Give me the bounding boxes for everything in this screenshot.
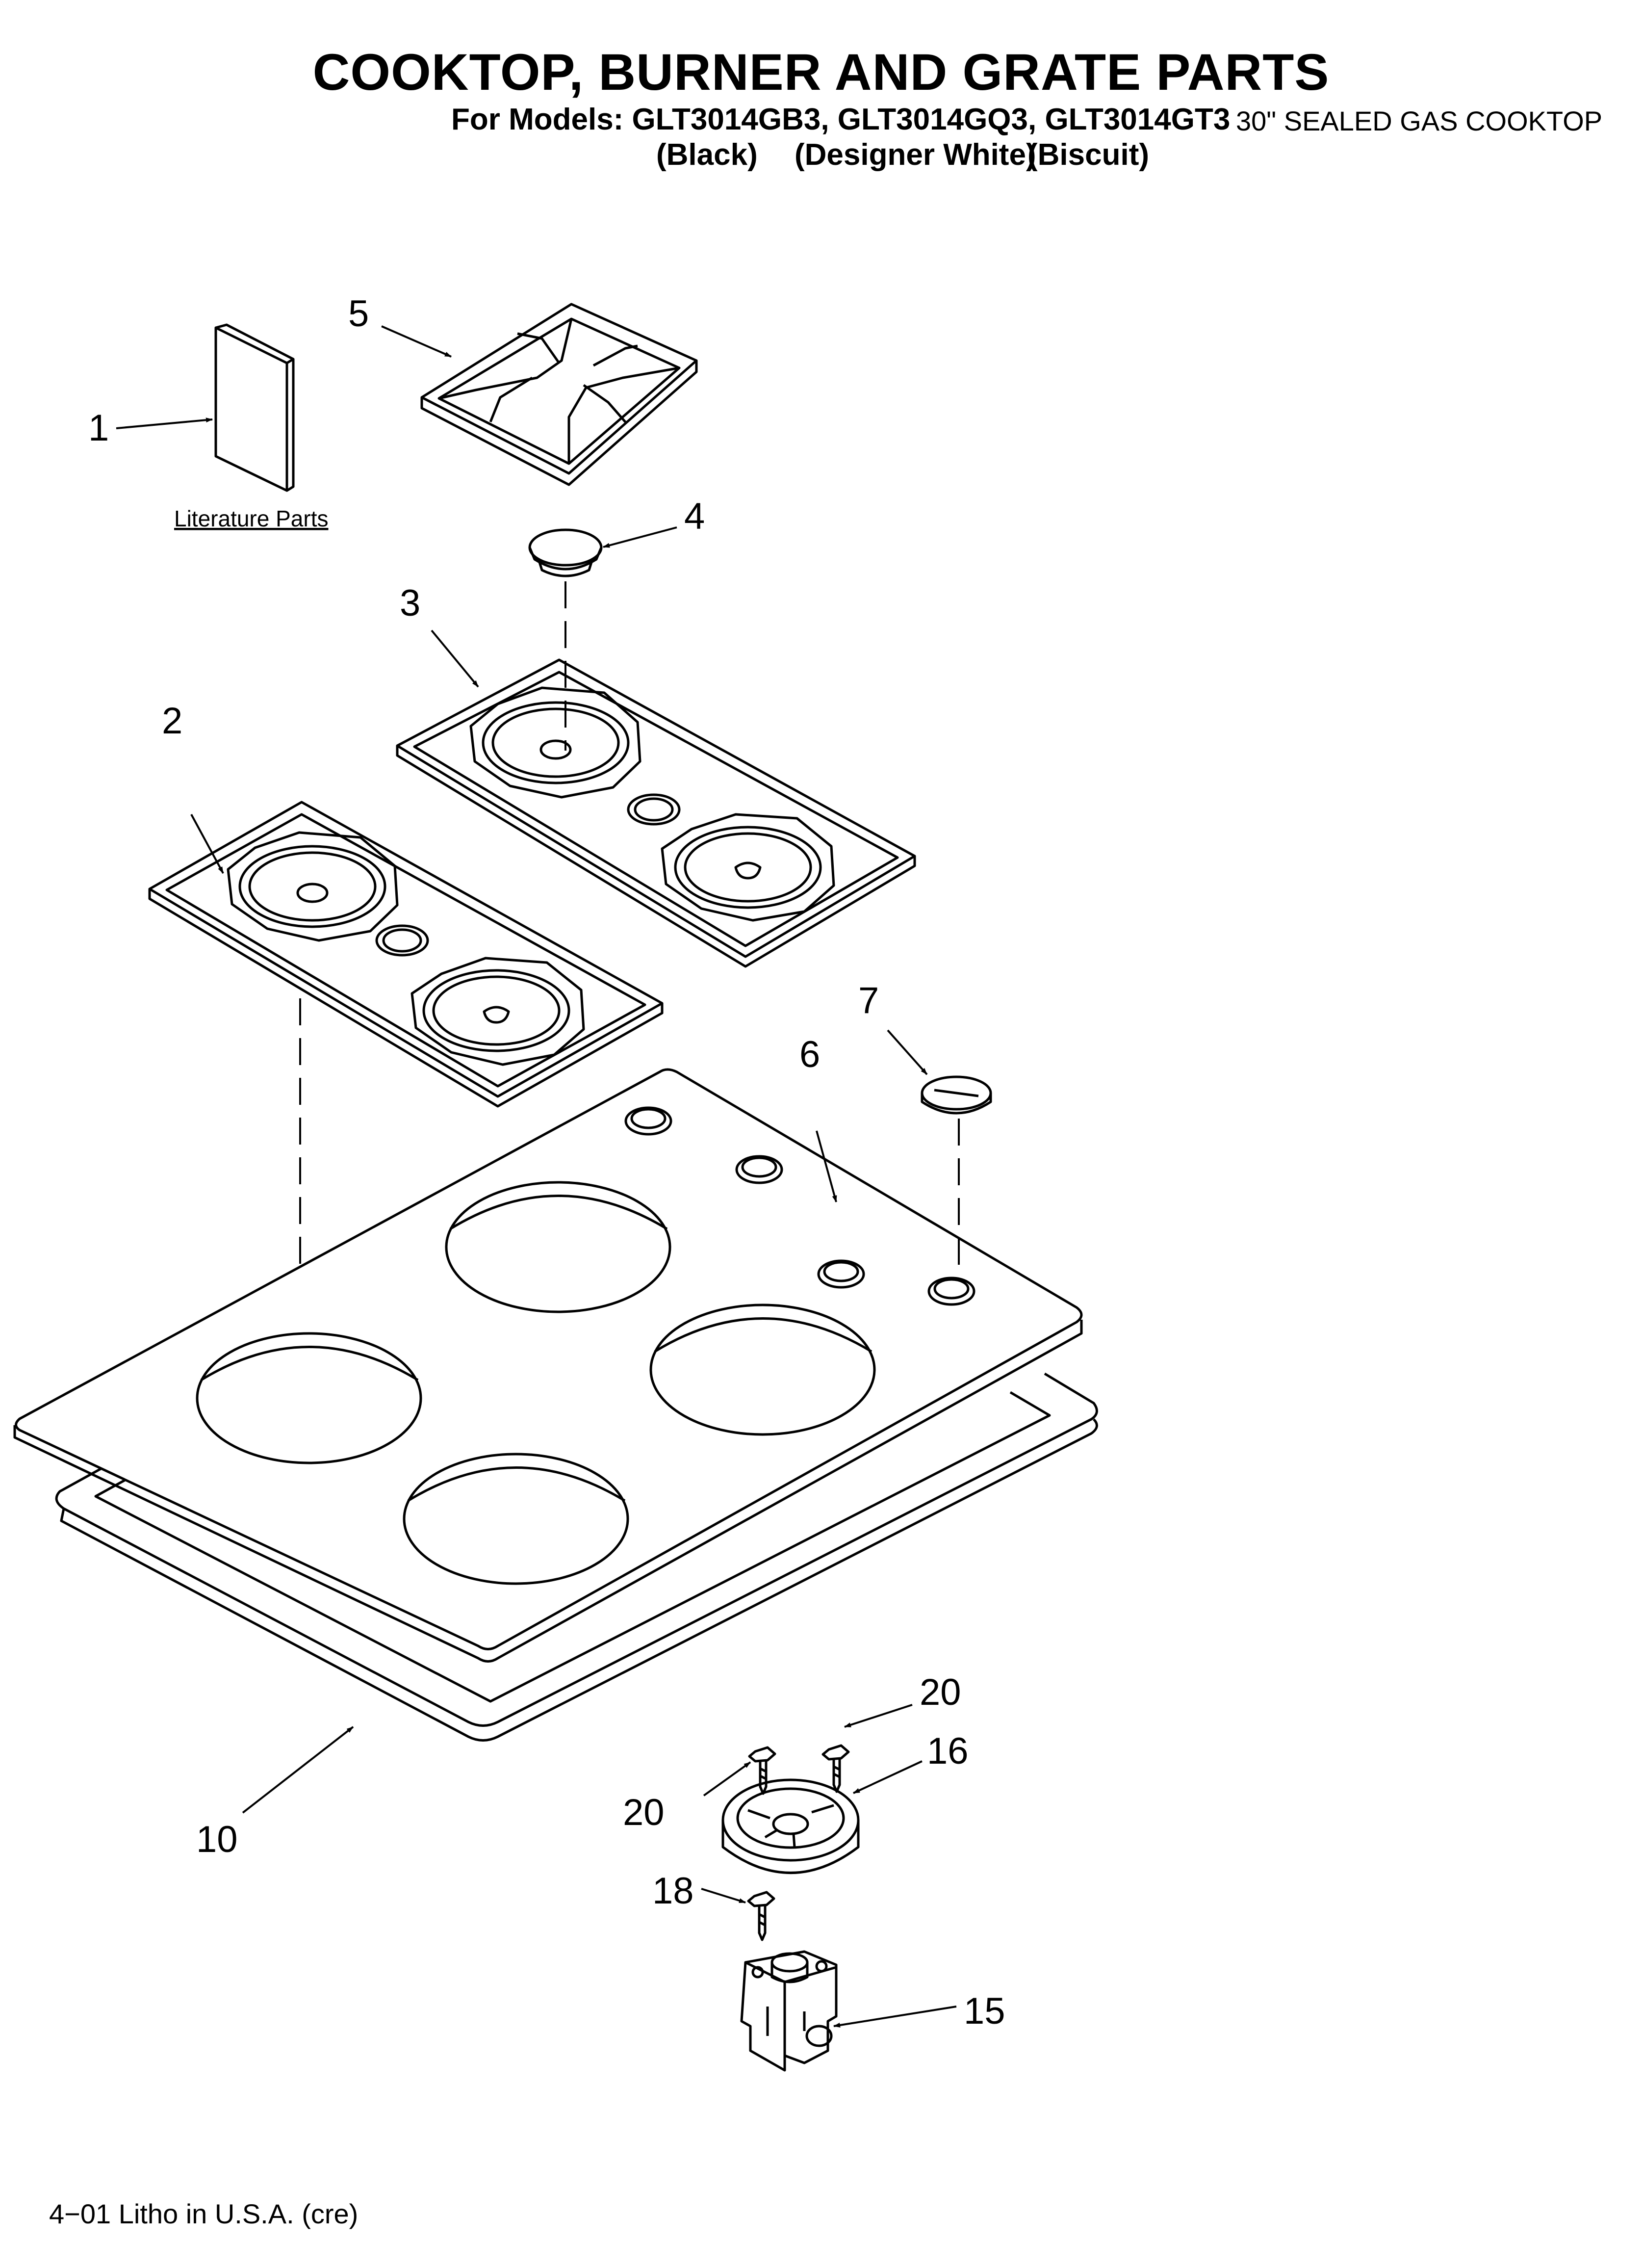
callout-20-left: 20 (623, 1792, 665, 1833)
color-biscuit: (Biscuit) (1027, 138, 1149, 172)
model-numbers: For Models: GLT3014GB3, GLT3014GQ3, GLT3… (451, 103, 1231, 136)
burner-base-part (721, 1778, 860, 1874)
burner-valve-part (740, 1950, 838, 2072)
callout-2: 2 (162, 700, 182, 742)
cooktop-frame-part (55, 1372, 1098, 1742)
cooktop-part (13, 1068, 1083, 1663)
callout-10: 10 (196, 1819, 238, 1860)
callout-15: 15 (964, 1990, 1005, 2032)
rear-burner-pan-part (396, 658, 916, 968)
litho-footer: 4−01 Litho in U.S.A. (cre) (49, 2198, 359, 2229)
burner-screw-part (748, 1744, 850, 1795)
valve-screw-part (747, 1891, 775, 1941)
callout-16: 16 (927, 1730, 969, 1772)
callout-1: 1 (88, 407, 109, 449)
callout-5: 5 (348, 293, 369, 335)
literature-parts-label: Literature Parts (174, 506, 328, 531)
callout-7: 7 (858, 980, 879, 1021)
grate-part (420, 303, 698, 486)
front-burner-pan-part (148, 801, 664, 1108)
callout-6: 6 (799, 1034, 820, 1075)
color-black: (Black) (656, 138, 758, 172)
cooktop-subtitle: 30" SEALED GAS COOKTOP (1236, 105, 1603, 136)
callout-18: 18 (652, 1870, 694, 1912)
burner-cap-part (528, 528, 603, 577)
page-title: COOKTOP, BURNER AND GRATE PARTS (312, 44, 1330, 101)
callout-20-right: 20 (920, 1671, 961, 1713)
literature-parts-part (214, 323, 295, 492)
callout-4: 4 (684, 495, 705, 537)
color-designer-white: (Designer White) (795, 138, 1036, 172)
callout-3: 3 (400, 582, 420, 624)
knob-part (921, 1075, 992, 1115)
callout-leaders (116, 325, 957, 2028)
